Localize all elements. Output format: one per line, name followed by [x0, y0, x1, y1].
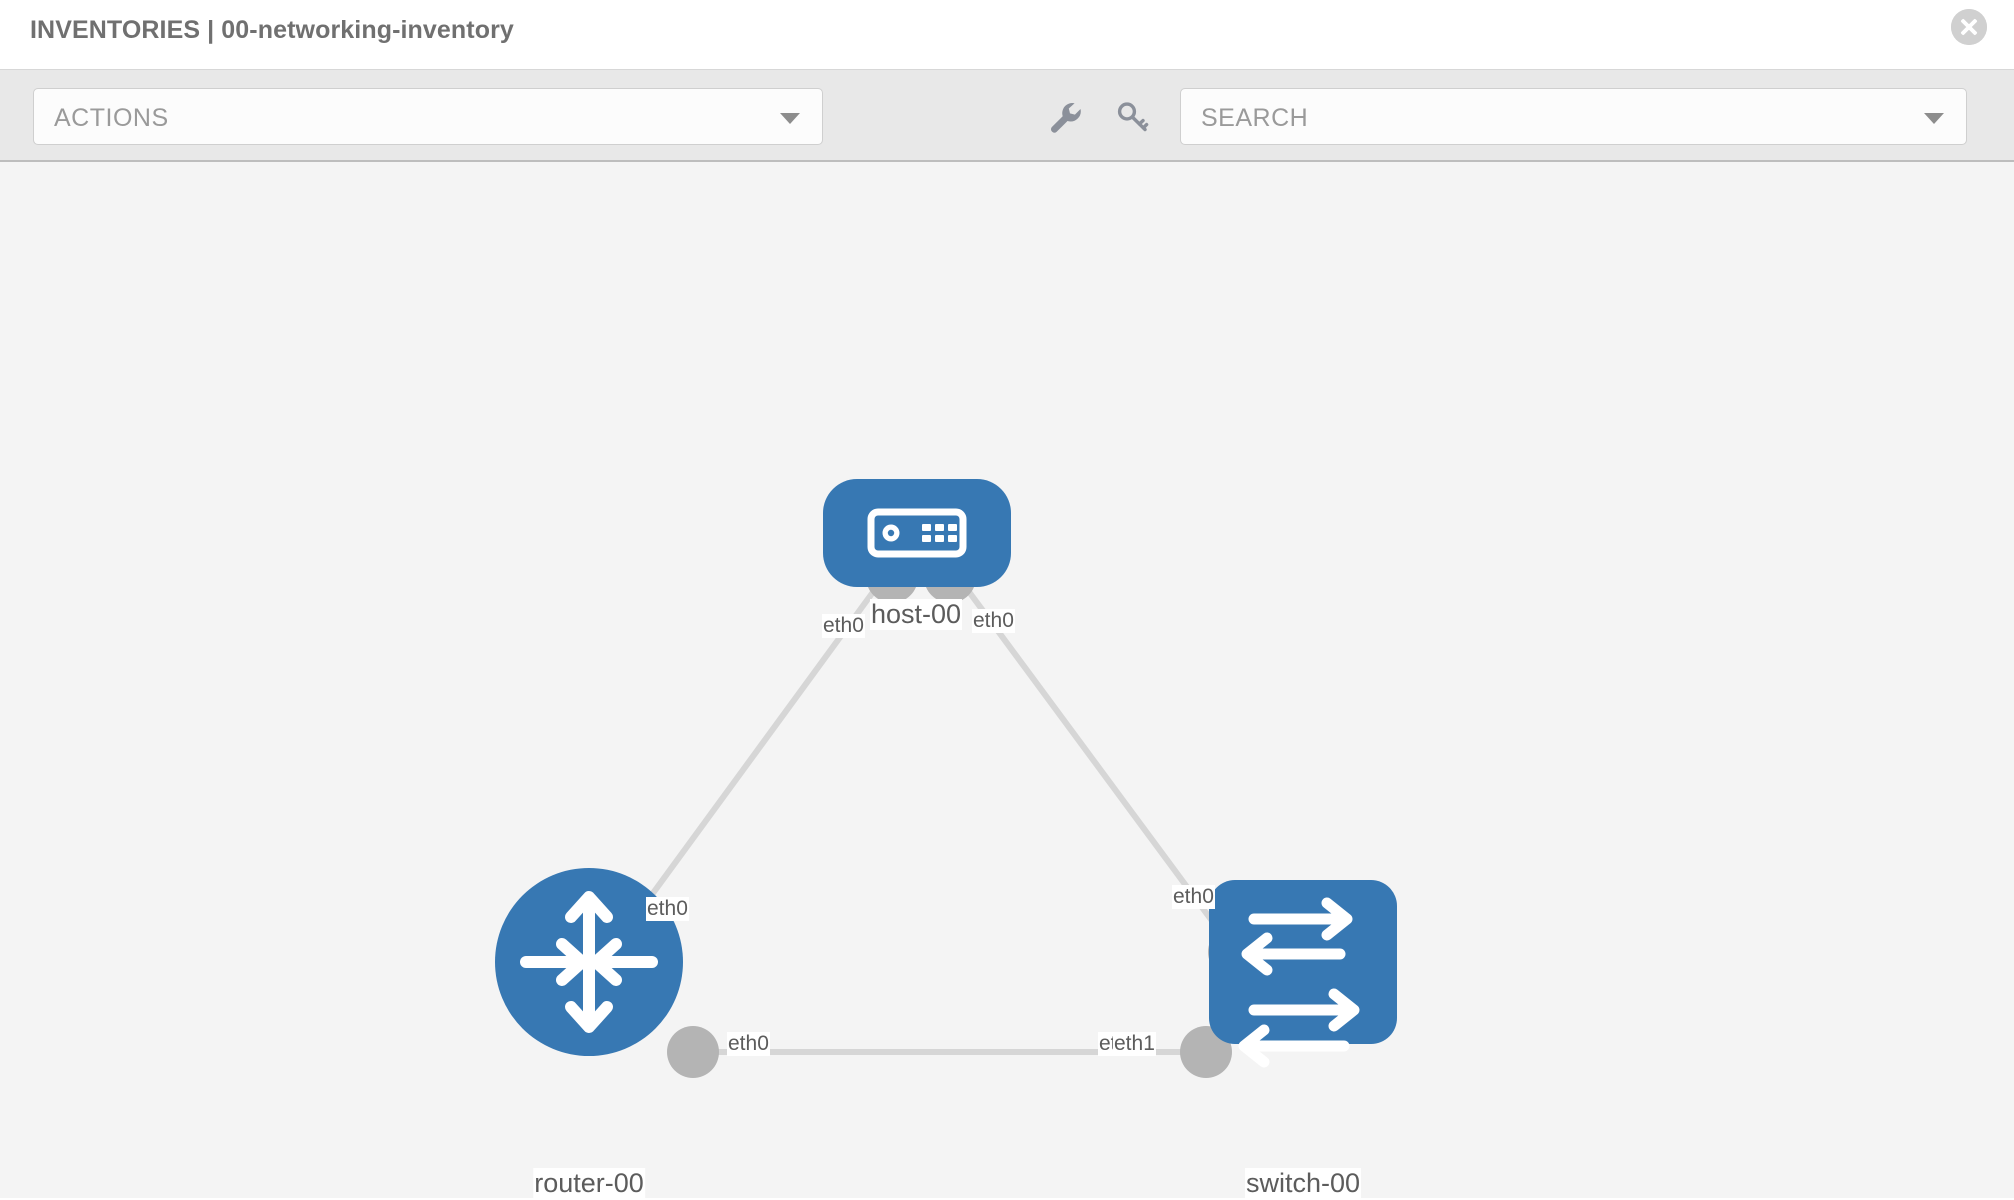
actions-dropdown[interactable]: ACTIONS — [33, 88, 823, 145]
page-header: INVENTORIES | 00-networking-inventory — [0, 0, 2014, 70]
iface-label-switch-eth1: eth1 — [1113, 1032, 1156, 1057]
iface-label-router-eth0-up: eth0 — [646, 897, 689, 922]
router-arrows-icon — [520, 891, 658, 1033]
iface-label-host-eth0-left: eth0 — [822, 614, 865, 639]
node-label-router-00: router-00 — [533, 1168, 645, 1198]
chevron-down-icon[interactable] — [1924, 113, 1944, 124]
iface-label-host-eth0-right: eth0 — [972, 609, 1015, 634]
node-router-00[interactable] — [495, 868, 683, 1056]
topology-edges — [607, 559, 1238, 1055]
topology-canvas[interactable]: host-00 router-00 switch-00 eth0 eth0 et… — [0, 162, 2014, 1198]
node-host-00[interactable] — [823, 479, 1011, 587]
page-title: INVENTORIES | 00-networking-inventory — [30, 16, 514, 44]
actions-dropdown-label: ACTIONS — [54, 104, 169, 132]
iface-label-switch-eth0-up: eth0 — [1172, 885, 1215, 910]
search-placeholder: SEARCH — [1201, 104, 1309, 132]
node-switch-00[interactable] — [1209, 880, 1397, 1068]
switch-arrows-icon — [1238, 897, 1360, 1068]
toolbar: ACTIONS SEARCH — [0, 70, 2014, 162]
key-icon[interactable] — [1113, 98, 1151, 136]
topology-graph — [495, 479, 1397, 1078]
wrench-icon[interactable] — [1046, 98, 1084, 136]
topology-connectors — [667, 551, 1260, 1078]
iface-label-router-eth0-right: eth0 — [727, 1032, 770, 1057]
connector-switch-left — [1180, 1026, 1232, 1078]
node-label-switch-00: switch-00 — [1244, 1168, 1362, 1198]
chevron-down-icon — [780, 113, 800, 124]
node-label-host-00: host-00 — [869, 599, 963, 631]
close-icon[interactable] — [1951, 9, 1987, 45]
search-input[interactable]: SEARCH — [1180, 88, 1967, 145]
server-icon — [867, 508, 967, 558]
connector-router-right — [667, 1026, 719, 1078]
